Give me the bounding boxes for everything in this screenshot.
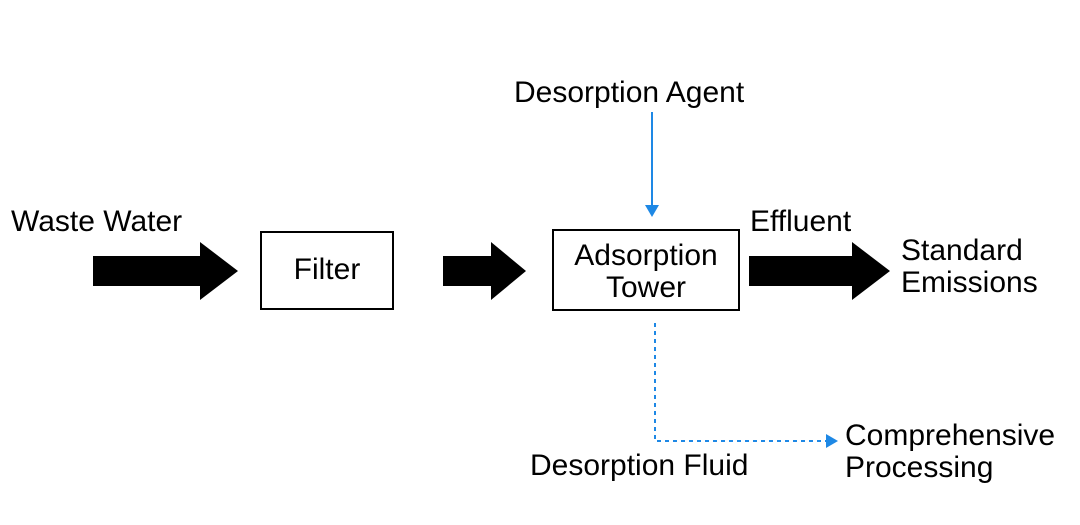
waste-water-label: Waste Water [11, 205, 183, 238]
adsorption-tower-label-line1: Adsorption [574, 239, 718, 272]
filter-label: Filter [293, 253, 361, 286]
adsorption-tower-label-line2: Tower [605, 271, 687, 305]
comprehensive-processing-line1: Comprehensive [845, 419, 1056, 452]
desorption-fluid-label: Desorption Fluid [530, 449, 749, 482]
comprehensive-processing-label: Comprehensive Processing [845, 419, 1056, 485]
adsorption-tower-label: Adsorption Tower [553, 239, 739, 305]
effluent-label: Effluent [750, 205, 852, 238]
effluent-arrow [749, 242, 890, 300]
waste-water-arrow [93, 242, 238, 300]
desorption-agent-label: Desorption Agent [514, 76, 745, 109]
comprehensive-processing-line2: Processing [845, 451, 994, 485]
adsorption-tower-box [552, 229, 740, 311]
filter-to-tower-arrow [443, 242, 526, 300]
desorption-agent-arrowhead [645, 205, 659, 217]
standard-emissions-line2: Emissions [901, 266, 1038, 300]
desorption-fluid-arrowhead [826, 434, 838, 448]
standard-emissions-label: Standard Emissions [901, 234, 1038, 300]
desorption-fluid-arrow [654, 323, 826, 442]
filter-box [260, 231, 394, 310]
standard-emissions-line1: Standard [901, 234, 1023, 267]
